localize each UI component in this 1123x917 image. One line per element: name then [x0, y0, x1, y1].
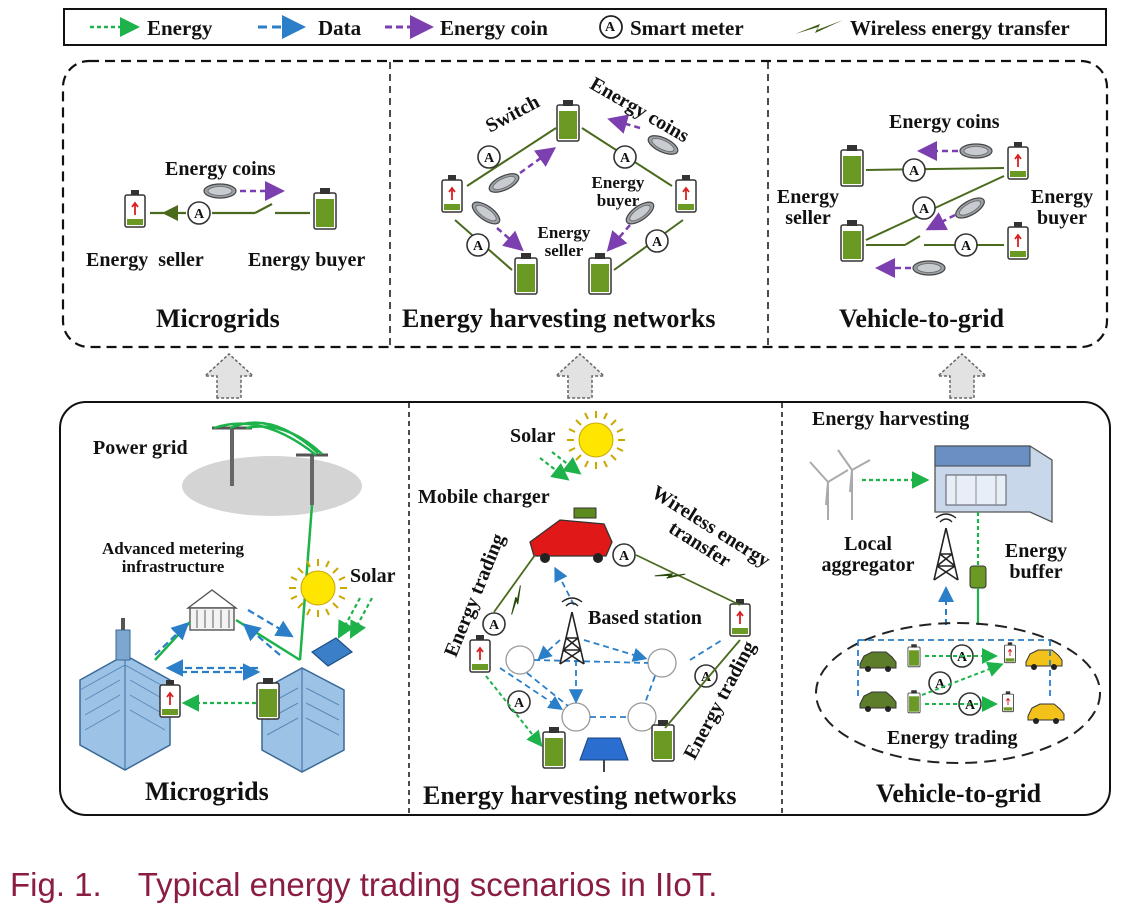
smart-meter-icon	[645, 229, 669, 253]
aggregation-area	[815, 622, 1101, 764]
smart-meter-icon	[477, 145, 501, 169]
top-harvest-graphic	[441, 99, 697, 295]
smart-meter-icon	[466, 233, 490, 257]
bottom-microgrid-graphic	[79, 421, 373, 773]
solar-label: Solar	[510, 425, 556, 447]
car-icon	[1025, 649, 1063, 671]
smart-meter-icon	[694, 664, 718, 688]
battery-icon	[1002, 690, 1014, 713]
legend-graphics	[90, 15, 843, 39]
sun-icon	[566, 410, 626, 470]
battery-icon	[840, 144, 864, 187]
legend-meter-symbol: A	[605, 20, 616, 35]
battery-icon	[1007, 141, 1029, 180]
panel-title: Vehicle-to-grid	[839, 304, 1005, 333]
panel-title: Energy harvesting networks	[423, 781, 737, 810]
smart-meter-icon	[612, 543, 636, 567]
top-panel-border	[61, 59, 1109, 349]
bolt-icon	[654, 564, 686, 586]
energy-buyer-label: Energy buyer	[248, 249, 366, 271]
battery-icon	[907, 689, 921, 714]
bottom-v2g-graphic	[809, 445, 1101, 764]
legend-coin-label: Energy coin	[440, 16, 548, 40]
legend-meter-icon	[599, 15, 623, 39]
smart-meter-icon	[928, 671, 952, 695]
legend-data-label: Data	[318, 16, 362, 40]
energy-coins-label: Energy coins	[889, 111, 1000, 133]
energy-coins-label: Energy coins	[165, 158, 276, 180]
up-arrow-icon	[555, 353, 605, 399]
battery-icon	[441, 174, 463, 213]
battery-icon	[840, 219, 864, 262]
bottom-harvest-graphic	[469, 410, 751, 772]
battery-icon	[1004, 641, 1016, 664]
energy-harvesting-label: Energy harvesting	[812, 408, 970, 430]
up-arrow-icon	[937, 353, 987, 399]
smart-meter-icon	[507, 690, 531, 714]
tower-icon	[559, 597, 585, 665]
smart-meter-icon	[482, 612, 506, 636]
battery-icon	[675, 174, 697, 213]
node-circle	[647, 648, 677, 678]
legend-wireless-label: Wireless energy transfer	[850, 16, 1070, 40]
battery-icon	[124, 189, 146, 228]
coin-icon	[468, 197, 504, 229]
sun-icon	[288, 558, 348, 618]
tower-icon	[933, 513, 959, 581]
battery-icon	[907, 643, 921, 668]
legend-meter-label: Smart meter	[630, 16, 744, 40]
mobile-charger-label: Mobile charger	[418, 486, 550, 508]
smart-meter-icon	[954, 233, 978, 257]
coin-icon	[959, 143, 993, 159]
energy-trading-label: Energy trading	[887, 727, 1018, 749]
battery-icon	[313, 187, 337, 230]
figure-caption: Fig. 1. Typical energy trading scenarios…	[10, 866, 718, 903]
node-circle	[561, 702, 591, 732]
panel-title: Vehicle-to-grid	[876, 779, 1042, 808]
car-icon	[1027, 703, 1065, 725]
top-microgrid-graphic	[124, 181, 337, 230]
battery-icon	[542, 726, 566, 769]
legend-box	[63, 8, 1107, 46]
legend-energy-label: Energy	[147, 16, 213, 40]
battery-icon	[256, 677, 280, 720]
solar-label: Solar	[350, 565, 396, 587]
panel-title: Microgrids	[145, 777, 269, 806]
bottom-panel-border	[59, 401, 1111, 816]
car-icon	[859, 691, 897, 713]
car-icon	[859, 651, 897, 673]
battery-icon	[159, 679, 181, 718]
coin-icon	[485, 169, 523, 197]
smart-meter-icon	[187, 201, 211, 225]
coin-icon	[203, 183, 237, 199]
panel-title: Microgrids	[156, 304, 280, 333]
coin-icon	[912, 260, 946, 276]
based-station-label: Based station	[588, 607, 702, 629]
battery-icon	[556, 99, 580, 142]
battery-icon	[651, 719, 675, 762]
top-v2g-graphic	[840, 141, 1029, 278]
power-grid-label: Power grid	[93, 437, 188, 459]
smart-meter-icon	[902, 158, 926, 182]
energy-seller-label: Energy seller	[86, 249, 204, 271]
node-circle	[505, 645, 535, 675]
bolt-icon	[501, 584, 531, 616]
battery-icon	[469, 634, 491, 673]
up-arrow-icon	[204, 353, 254, 399]
smart-meter-icon	[613, 145, 637, 169]
smart-meter-icon	[912, 196, 936, 220]
wind-turbine-icon	[809, 449, 871, 520]
panel-title: Energy harvesting networks	[402, 304, 716, 333]
